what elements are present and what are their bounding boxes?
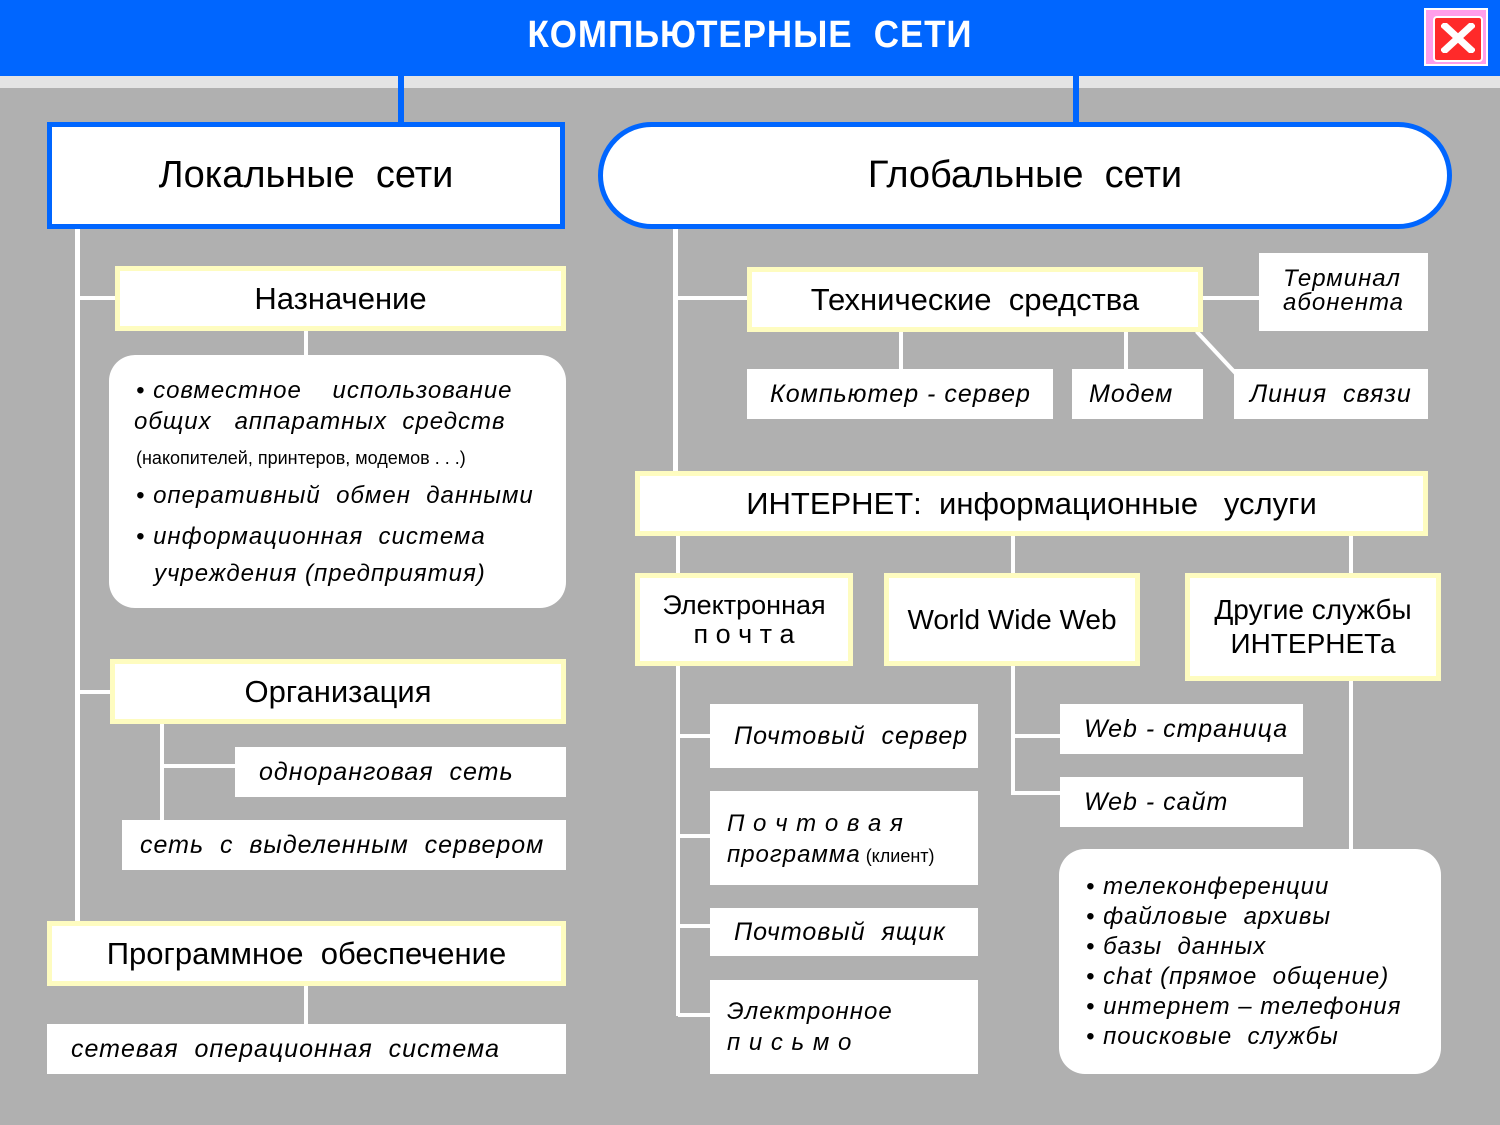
- software-box: Программное обеспечение: [47, 921, 566, 986]
- terminal-line-1: Терминал: [1283, 265, 1401, 292]
- connector: [676, 663, 680, 1016]
- list-item: • поисковые службы: [1086, 1023, 1339, 1050]
- global-networks-box: Глобальные сети: [598, 122, 1452, 229]
- other-services-list: • телеконференции • файловые архивы • ба…: [1059, 849, 1441, 1074]
- mail-client-line-1: П о ч т о в а я: [727, 810, 904, 837]
- list-item: • файловые архивы: [1086, 903, 1332, 930]
- terminal-box: Терминал абонента: [1259, 253, 1428, 331]
- purpose-details: • совместное использование общих аппарат…: [109, 355, 566, 608]
- connector: [78, 690, 112, 694]
- web-site-label: Web - сайт: [1084, 787, 1229, 816]
- connector: [678, 924, 712, 928]
- mailbox-label: Почтовый ящик: [734, 917, 946, 946]
- web-page-label: Web - страница: [1084, 714, 1289, 743]
- local-networks-title: Локальные сети: [158, 154, 454, 196]
- purpose-box: Назначение: [115, 266, 566, 331]
- connector: [678, 734, 712, 738]
- mail-client-program: программа: [727, 841, 861, 868]
- purpose-item-3-cont: учреждения (предприятия): [154, 560, 486, 587]
- internet-services-title: ИНТЕРНЕТ: информационные услуги: [746, 485, 1317, 521]
- connector: [1349, 679, 1353, 851]
- connector: [1011, 663, 1015, 795]
- other-services-title-line-1: Другие службы: [1214, 594, 1412, 625]
- title-stripe: [0, 76, 1500, 88]
- connector: [78, 296, 118, 300]
- connector: [1013, 734, 1061, 738]
- organization-box: Организация: [110, 659, 566, 724]
- connector: [1011, 533, 1015, 577]
- hardware-box: Технические средства: [747, 267, 1203, 332]
- title-bar: КОМПЬЮТЕРНЫЕ СЕТИ: [0, 0, 1500, 76]
- modem-label: Модем: [1089, 379, 1174, 408]
- connector: [75, 228, 80, 925]
- close-button[interactable]: [1424, 8, 1488, 66]
- peer-network-box: одноранговая сеть: [235, 747, 566, 797]
- close-icon[interactable]: [1433, 16, 1483, 62]
- purpose-item-1: • совместное использование: [136, 377, 513, 404]
- purpose-item-1-cont: общих аппаратных средств: [134, 408, 506, 435]
- connector: [1349, 533, 1353, 577]
- local-networks-box: Локальные сети: [47, 122, 565, 229]
- peer-network-label: одноранговая сеть: [259, 757, 514, 786]
- comm-line-label: Линия связи: [1250, 379, 1412, 408]
- email-box: Электронная п о ч т а: [635, 573, 853, 666]
- purpose-item-1-note: (накопителей, принтеров, модемов . . .): [136, 448, 466, 468]
- email-letter-line-1: Электронное: [727, 998, 893, 1025]
- server-computer-label: Компьютер - сервер: [770, 379, 1031, 408]
- connector: [673, 228, 678, 476]
- mail-client-box: П о ч т о в а я программа (клиент): [710, 791, 978, 885]
- network-os-box: сетевая операционная система: [47, 1024, 566, 1074]
- list-item: • базы данных: [1086, 933, 1267, 960]
- connector: [899, 330, 903, 372]
- list-item: • chat (прямое общение): [1086, 963, 1390, 990]
- internet-services-box: ИНТЕРНЕТ: информационные услуги: [635, 471, 1428, 536]
- email-title-line-2: п о ч т а: [693, 618, 795, 649]
- email-title-line-1: Электронная: [662, 589, 826, 620]
- server-network-box: сеть с выделенным сервером: [122, 820, 566, 870]
- connector: [160, 723, 164, 820]
- connector: [1124, 330, 1128, 372]
- connector: [1200, 296, 1262, 300]
- organization-title: Организация: [244, 673, 432, 709]
- mail-client-line-2: программа (клиент): [727, 841, 935, 869]
- connector: [1073, 76, 1079, 124]
- connector: [678, 1013, 712, 1017]
- purpose-title: Назначение: [254, 280, 427, 316]
- other-services-box: Другие службы ИНТЕРНЕТа: [1185, 573, 1441, 681]
- comm-line-box: Линия связи: [1234, 369, 1428, 419]
- connector: [1013, 791, 1061, 795]
- software-title: Программное обеспечение: [106, 935, 507, 971]
- server-computer-box: Компьютер - сервер: [747, 369, 1053, 419]
- mail-server-label: Почтовый сервер: [734, 721, 969, 750]
- purpose-item-2: • оперативный обмен данными: [136, 482, 534, 509]
- global-networks-title: Глобальные сети: [867, 154, 1183, 196]
- mailbox-box: Почтовый ящик: [710, 908, 978, 956]
- network-os-label: сетевая операционная система: [71, 1034, 501, 1063]
- mail-client-note: (клиент): [860, 846, 935, 866]
- mail-server-box: Почтовый сервер: [710, 704, 978, 768]
- email-letter-line-2: п и с ь м о: [727, 1029, 853, 1056]
- purpose-item-3: • информационная система: [136, 523, 486, 550]
- list-item: • интернет – телефония: [1086, 993, 1402, 1020]
- page-title: КОМПЬЮТЕРНЫЕ СЕТИ: [527, 14, 973, 56]
- modem-box: Модем: [1072, 369, 1203, 419]
- connector: [676, 533, 680, 577]
- www-title: World Wide Web: [907, 603, 1117, 635]
- web-site-box: Web - сайт: [1060, 777, 1303, 827]
- connector: [398, 76, 404, 124]
- web-page-box: Web - страница: [1060, 704, 1303, 754]
- connector: [676, 296, 750, 300]
- terminal-line-2: абонента: [1283, 289, 1405, 316]
- hardware-title: Технические средства: [810, 281, 1140, 317]
- email-letter-box: Электронное п и с ь м о: [710, 980, 978, 1074]
- list-item: • телеконференции: [1086, 873, 1330, 900]
- connector: [304, 985, 308, 1025]
- www-box: World Wide Web: [884, 573, 1140, 666]
- server-network-label: сеть с выделенным сервером: [140, 830, 545, 859]
- connector: [304, 330, 308, 357]
- connector: [678, 834, 712, 838]
- other-services-title-line-2: ИНТЕРНЕТа: [1230, 628, 1396, 659]
- connector: [162, 764, 238, 768]
